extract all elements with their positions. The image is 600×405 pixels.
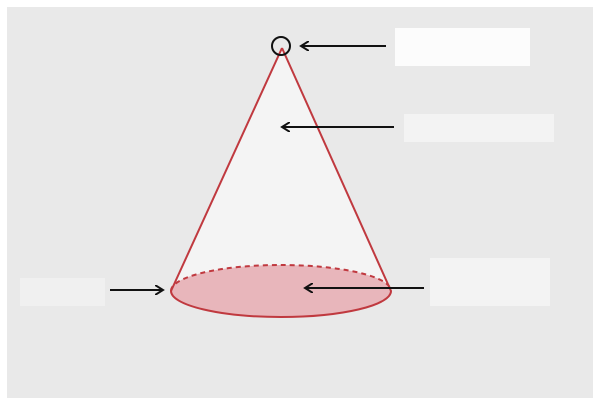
base-label-placeholder <box>430 258 550 306</box>
base-edge-label-placeholder <box>20 278 105 306</box>
surface-label-placeholder <box>404 114 554 142</box>
apex-label-placeholder <box>395 28 530 66</box>
